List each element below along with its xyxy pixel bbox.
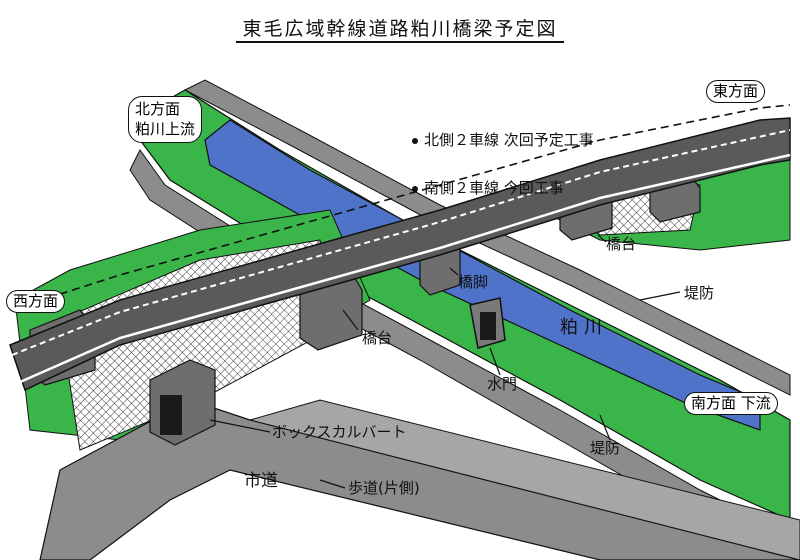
water-gate (469, 297, 506, 349)
label-levee-upper: 堤防 (684, 284, 715, 302)
label-west: 西方面 (6, 290, 66, 314)
label-local-road: 市道 (244, 471, 278, 491)
north-lanes-future-outline (9, 104, 791, 311)
label-east: 東方面 (706, 80, 766, 104)
label-box-culvert: ボックスカルバート (272, 423, 407, 441)
label-north-lanes: 北側２車線 次回予定工事 (424, 131, 594, 149)
page-title-text: 東毛広域幹線道路粕川橋梁予定図 (236, 18, 564, 43)
label-sidewalk: 歩道(片側) (348, 479, 420, 497)
local-road (39, 399, 800, 560)
label-water-gate: 水門 (487, 375, 518, 393)
label-abutment-east: 橋台 (606, 235, 637, 253)
label-south-lanes-row: 南側２車線 今回工事 (412, 180, 564, 197)
bridge-deck (9, 117, 791, 392)
label-levee-lower: 堤防 (590, 439, 621, 457)
label-south: 南方面 (691, 394, 737, 412)
label-north: 北方面 (135, 100, 181, 118)
label-river: 粕川 (560, 317, 608, 338)
label-south-box: 南方面 下流 (684, 392, 778, 416)
label-north-lanes-row: 北側２車線 次回予定工事 (412, 132, 594, 149)
label-north-box: 北方面 粕川上流 (128, 96, 203, 143)
bullet-dot (412, 137, 418, 144)
leader-lines (209, 234, 681, 489)
page-title: 東毛広域幹線道路粕川橋梁予定図 (0, 14, 800, 43)
label-abutment-west: 橋台 (362, 329, 393, 347)
box-culvert (149, 359, 216, 446)
label-north-upstream: 粕川上流 (135, 120, 196, 139)
label-pier: 橋脚 (458, 273, 489, 291)
bullet-dot (412, 185, 418, 192)
label-downstream: 下流 (740, 394, 771, 412)
label-south-lanes: 南側２車線 今回工事 (424, 179, 564, 197)
